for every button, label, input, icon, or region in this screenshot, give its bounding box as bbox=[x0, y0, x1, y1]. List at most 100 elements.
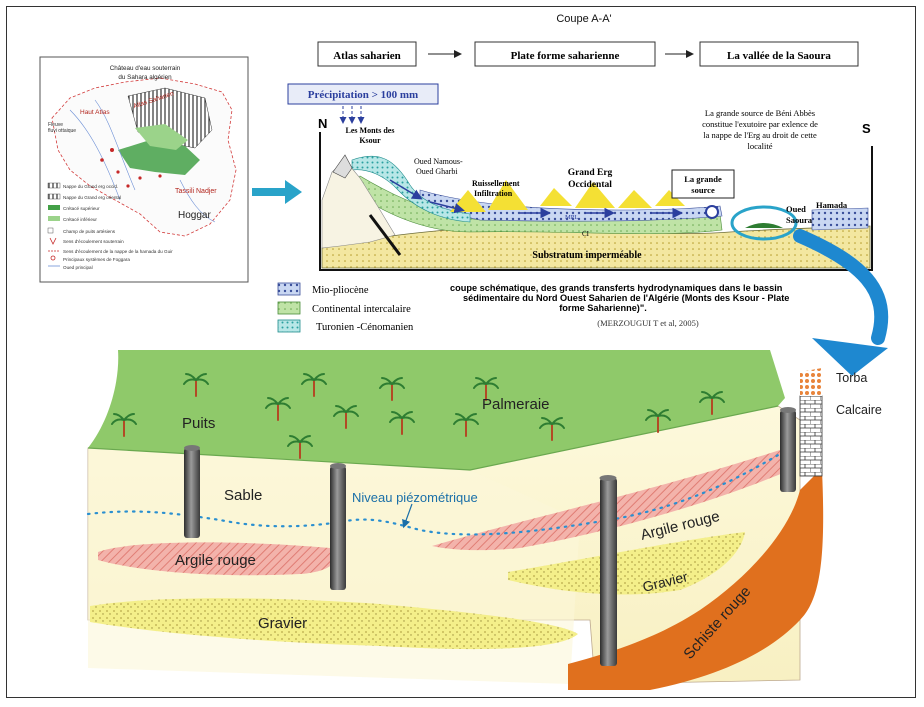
north-label: N bbox=[318, 116, 327, 131]
map-title-line2: du Sahara algérien bbox=[118, 74, 172, 81]
flow-curved-arrowhead bbox=[812, 338, 888, 376]
caption-line1: coupe schématique, des grands transferts… bbox=[450, 283, 783, 293]
section-legend: Mio-pliocène Continental intercalaire Tu… bbox=[277, 282, 414, 333]
argile-left bbox=[98, 542, 336, 576]
label-oued-saoura-1: Oued bbox=[786, 204, 806, 214]
label-calcaire: Calcaire bbox=[836, 403, 882, 417]
fault-line bbox=[368, 214, 402, 256]
cross-section: Précipitation > 100 mm N S bbox=[287, 83, 873, 271]
torba-cap bbox=[800, 368, 822, 396]
flow-box-plateforme bbox=[474, 41, 656, 67]
groundwater-arrows bbox=[389, 179, 683, 219]
map-cretace-inf bbox=[135, 124, 188, 150]
source-box-line2: source bbox=[691, 185, 715, 195]
caption: coupe schématique, des grands transferts… bbox=[450, 283, 789, 328]
map-cretace-sup bbox=[118, 140, 200, 175]
block-diagram: Palmeraie Puits Sable Niveau piézométriq… bbox=[86, 350, 882, 690]
label-hamada: Hamada bbox=[816, 200, 848, 210]
legend-ci: Continental intercalaire bbox=[312, 304, 411, 315]
erg-dunes bbox=[450, 180, 685, 212]
legend-mio: Mio-pliocène bbox=[312, 285, 369, 296]
map-legend-6: Sens d'écoulement de la nappe de la hama… bbox=[63, 249, 173, 254]
caption-line3: forme Saharienne)". bbox=[559, 303, 647, 313]
palmeraie-surface bbox=[88, 350, 785, 470]
turonien-layer bbox=[351, 155, 471, 223]
map-rivers bbox=[69, 99, 216, 223]
hamada-block bbox=[811, 207, 869, 231]
note-line1: La grande source de Béni Abbès bbox=[705, 108, 815, 118]
map-legend: Nappe du Grand erg occid. Nappe du Grand… bbox=[47, 182, 173, 270]
precip-label: Précipitation > 100 mm bbox=[308, 89, 418, 101]
schiste-rouge bbox=[568, 468, 824, 690]
label-substratum: Substratum imperméable bbox=[532, 250, 642, 261]
map-legend-2: Crétacé supérieur bbox=[63, 206, 100, 211]
source-box-line1: La grande bbox=[684, 174, 722, 184]
caption-ref: (MERZOUGUI T et al, 2005) bbox=[597, 318, 699, 328]
note-line3: la nappe de l'Erg au droit de cette bbox=[703, 130, 817, 140]
label-palmeraie: Palmeraie bbox=[482, 396, 550, 413]
map-foggara-points bbox=[100, 148, 162, 188]
source-box bbox=[671, 169, 735, 199]
figure-frame bbox=[6, 6, 916, 698]
precip-box bbox=[287, 83, 439, 105]
label-infiltration: Infiltration bbox=[474, 189, 513, 198]
south-label: S bbox=[862, 121, 871, 136]
section-frame bbox=[319, 132, 873, 271]
flow-step-atlas: Atlas saharien bbox=[333, 50, 401, 62]
label-oued-namous-2: Oued Gharbi bbox=[416, 167, 458, 176]
label-oued-saoura-2: Saoura bbox=[786, 215, 813, 225]
map-title-line1: Château d'eau souterrain bbox=[110, 65, 181, 72]
flow-curved-arrow bbox=[793, 229, 889, 345]
label-argile-left: Argile rouge bbox=[175, 552, 256, 569]
inset-map: Château d'eau souterrain du Sahara algér… bbox=[39, 56, 249, 283]
label-torba: Torba bbox=[836, 371, 867, 385]
well-2 bbox=[330, 466, 346, 590]
map-legend-1: Nappe du Grand erg oriental bbox=[63, 195, 121, 200]
well-1 bbox=[184, 448, 200, 538]
precip-arrows bbox=[339, 106, 365, 124]
map-label-haut-atlas: Haut Atlas bbox=[80, 109, 110, 116]
flow-step-plateforme: Plate forme saharienne bbox=[511, 50, 620, 62]
label-monts-1: Les Monts des bbox=[346, 126, 395, 135]
legend-swatch-mio bbox=[277, 282, 301, 296]
gravier-left bbox=[90, 598, 578, 650]
mio-layer bbox=[419, 189, 723, 222]
legend-turonien: Turonien -Cénomanien bbox=[316, 322, 414, 333]
note-line2: constitue l'exutoire par exlence de bbox=[702, 119, 818, 129]
flow-box-atlas bbox=[317, 41, 417, 67]
map-legend-3: Crétacé inférieur bbox=[63, 217, 97, 222]
label-sable: Sable bbox=[224, 487, 262, 504]
source-marker bbox=[705, 205, 719, 219]
note-line4: localité bbox=[747, 141, 772, 151]
map-label-tassili: Tassili Nadjer bbox=[175, 188, 217, 195]
map-label-fleuve2: fluvi ottaique bbox=[48, 128, 76, 134]
label-niveau: Niveau piézométrique bbox=[352, 490, 478, 505]
figure-title: Coupe A-A' bbox=[556, 13, 611, 25]
label-puits: Puits bbox=[182, 415, 215, 432]
flow-box-saoura bbox=[699, 41, 859, 67]
map-label-hoggar: Hoggar bbox=[178, 210, 211, 221]
flow-diagram: Atlas saharien Plate forme saharienne La… bbox=[317, 41, 859, 67]
map-legend-4: Champ de puits artésiens bbox=[63, 229, 116, 234]
map-to-section-arrow bbox=[252, 180, 302, 204]
label-oued-namous-1: Oued Namous- bbox=[414, 157, 463, 166]
well-4 bbox=[780, 410, 796, 492]
label-grand-erg-2: Occidental bbox=[568, 180, 612, 190]
piezometric-pointer bbox=[402, 503, 413, 529]
label-ruissellement: Ruissellement bbox=[472, 179, 520, 188]
label-ci: CI bbox=[582, 230, 590, 238]
legend-swatch-ci bbox=[277, 301, 301, 315]
label-monts-2: Ksour bbox=[359, 136, 381, 145]
label-grand-erg-1: Grand Erg bbox=[568, 168, 613, 178]
flow-step-saoura: La vallée de la Saoura bbox=[727, 50, 831, 62]
map-legend-7: Principaux systèmes de Foggara bbox=[63, 257, 130, 262]
label-gravier-left: Gravier bbox=[258, 615, 307, 632]
calcaire-column bbox=[799, 395, 823, 477]
well-3 bbox=[600, 478, 617, 666]
oasis-vegetation bbox=[745, 223, 783, 228]
map-legend-0: Nappe du Grand erg occid. bbox=[63, 184, 118, 189]
map-label-fleuve: Fleuve bbox=[48, 122, 63, 128]
caption-line2: sédimentaire du Nord Ouest Saharien de l… bbox=[463, 293, 789, 303]
oasis-circle bbox=[730, 205, 798, 241]
